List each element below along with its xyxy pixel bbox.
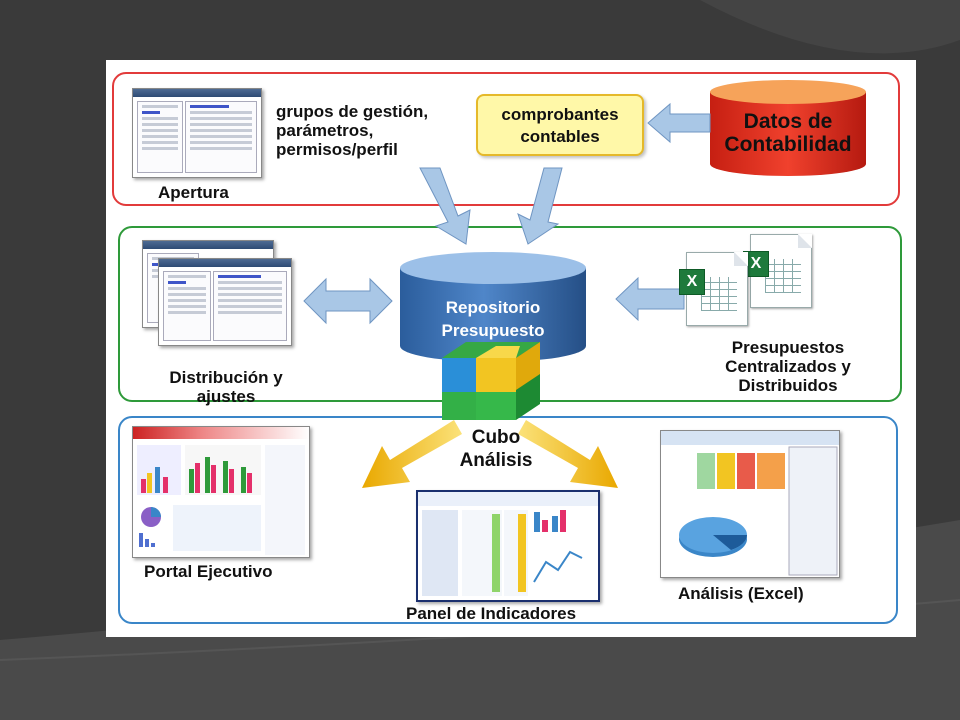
config-line-1: grupos de gestión,: [276, 102, 429, 121]
repository-line-1: Repositorio: [445, 298, 541, 317]
arrow-config-to-repo: [419, 167, 471, 245]
excel-analysis-label: Análisis (Excel): [678, 584, 804, 603]
accounting-db-label: Datos de Contabilidad: [706, 110, 870, 156]
repository-line-2: Presupuesto: [441, 321, 545, 340]
diagram-slide: Apertura grupos de gestión, parámetros, …: [106, 60, 916, 637]
distribution-screenshot-front: [158, 258, 292, 346]
portal-label: Portal Ejecutivo: [144, 562, 273, 581]
indicators-screenshot: [416, 490, 600, 602]
excel-file-icon: X: [743, 234, 812, 308]
budgets-label: Presupuestos Centralizados y Distribuido…: [698, 338, 878, 395]
indicators-label: Panel de Indicadores: [406, 604, 577, 623]
config-line-2: parámetros,: [276, 121, 374, 141]
budgets-line-2: Centralizados y: [725, 357, 851, 376]
budgets-line-3: Distribuidos: [738, 376, 838, 395]
arrow-cube-to-portal: [362, 420, 462, 488]
distribution-line-2: ajustes: [196, 387, 256, 406]
repository-label: Repositorio Presupuesto: [396, 296, 590, 342]
arrow-distribution-repo: [303, 277, 393, 325]
arrow-vouchers-to-repo: [517, 167, 563, 245]
config-text: grupos de gestión, parámetros, permisos/…: [276, 102, 428, 159]
db-line-1: Datos de: [743, 110, 833, 133]
arrow-cube-to-excel: [518, 420, 618, 488]
config-line-3: permisos/perfil: [276, 140, 398, 160]
arrow-db-to-vouchers: [647, 102, 711, 144]
vouchers-line-1: comprobantes: [501, 105, 619, 124]
distribution-line-1: Distribución y: [169, 368, 283, 387]
cube-icon: [442, 342, 540, 420]
cube-label: Cubo Análisis: [446, 426, 546, 472]
excel-file-icon: X: [679, 252, 748, 326]
cube-line-1: Cubo: [471, 427, 521, 448]
excel-analysis-screenshot: [660, 430, 840, 578]
apertura-label: Apertura: [158, 183, 229, 202]
repository-cylinder: [400, 252, 586, 362]
top-panel: [112, 72, 900, 206]
arrow-budgets-to-repo: [615, 276, 685, 322]
accounting-db-cylinder: [710, 80, 866, 176]
apertura-screenshot: [132, 88, 262, 178]
budgets-line-1: Presupuestos: [731, 338, 845, 357]
vouchers-box: comprobantes contables: [476, 94, 644, 156]
cube-line-2: Análisis: [459, 450, 533, 471]
vouchers-line-2: contables: [520, 127, 600, 146]
db-line-2: Contabilidad: [724, 133, 852, 156]
portal-screenshot: [132, 426, 310, 558]
excel-badge: X: [679, 269, 705, 295]
distribution-label: Distribución y ajustes: [146, 368, 306, 406]
